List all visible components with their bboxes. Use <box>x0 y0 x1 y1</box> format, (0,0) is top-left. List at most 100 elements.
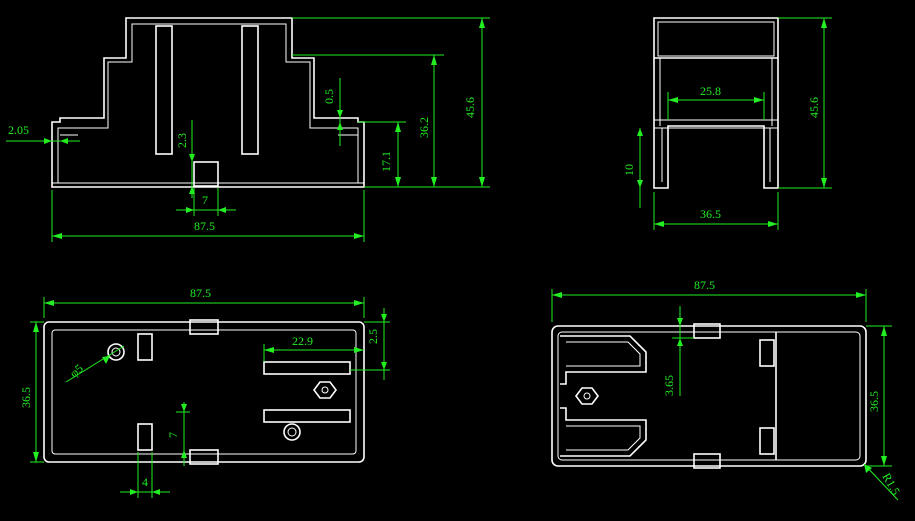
front-dim-wall-text: 2.05 <box>8 123 29 137</box>
side-dim-depth-text: 36.5 <box>700 207 721 221</box>
top-view-notch-top <box>189 319 219 335</box>
bottom-dim-width-arrow-top <box>881 326 887 336</box>
top-view-hole-upper <box>107 343 125 361</box>
top-view-pin-lower <box>137 423 153 451</box>
top-dim-hole-arrow <box>102 356 110 364</box>
front-dim-wall-arrow-right <box>60 138 68 144</box>
front-dim-tabh-text: 2.3 <box>175 133 189 148</box>
top-view: 87.5 36.5 φ5 22.9 2.5 7 <box>19 286 390 498</box>
front-dim-tab-arrow-left <box>186 207 194 213</box>
bottom-dim-offset-text: 3.65 <box>662 375 676 396</box>
front-dim-step-text: 0.5 <box>322 89 336 104</box>
bottom-view-pin-upper <box>759 339 775 367</box>
side-dim-base-arrow-top <box>637 128 643 136</box>
front-view-pin-left <box>155 25 173 155</box>
bottom-view-outline <box>551 325 867 467</box>
side-dim-inner-text: 25.8 <box>700 84 721 98</box>
front-dim-hlow-arrow-top <box>395 122 401 132</box>
front-view-center-tab <box>193 161 219 187</box>
front-dim-tab-arrow-right <box>218 207 226 213</box>
bottom-view-inner <box>557 331 861 461</box>
top-dim-tabw-arrow-right <box>152 489 160 495</box>
bottom-dim-width-arrow-bottom <box>881 456 887 466</box>
front-dim-hlow-arrow-bottom <box>395 177 401 187</box>
side-dim-base-text: 10 <box>622 164 636 176</box>
top-view-inner <box>51 329 357 455</box>
top-dim-width-arrow-top <box>33 322 39 332</box>
bottom-view-channel-upper <box>560 335 647 385</box>
top-dim-tabh-arrow-bottom <box>181 450 187 458</box>
side-view-mid-band <box>653 119 779 129</box>
top-view-hole-upper-inner <box>111 347 121 357</box>
side-dim-htot-arrow-top <box>821 18 827 28</box>
front-dim-tabh-arrow-top <box>189 154 195 162</box>
front-dim-tabh-arrow-bottom <box>189 186 195 194</box>
front-dim-hlow-text: 17.1 <box>379 151 393 172</box>
top-dim-length-arrow-right <box>354 300 364 306</box>
front-dim-htot-text: 45.6 <box>463 97 477 118</box>
top-dim-tabh-text: 7 <box>166 432 180 438</box>
top-dim-slot-arrow-left <box>264 347 274 353</box>
top-dim-tabh-arrow-top <box>181 404 187 412</box>
bottom-view-notch-bottom <box>693 453 721 469</box>
top-dim-edge-arrow-top <box>381 314 387 322</box>
front-dim-width-text: 87.5 <box>194 219 215 233</box>
bottom-dim-length-arrow-right <box>856 292 866 298</box>
top-dim-tabw-text: 4 <box>142 475 148 489</box>
top-dim-length-arrow-left <box>44 300 54 306</box>
front-dim-wall-arrow-left <box>44 138 52 144</box>
side-dim-htot-arrow-bottom <box>821 178 827 188</box>
top-view-slot-upper <box>263 361 351 375</box>
bottom-dim-length-text: 87.5 <box>694 278 715 292</box>
top-dim-tabw-arrow-left <box>130 489 138 495</box>
side-dim-depth-arrow-right <box>768 221 778 227</box>
front-dim-hmid-text: 36.2 <box>417 117 431 138</box>
bottom-dim-radius-arrow <box>864 464 872 473</box>
front-view-inner-outline <box>57 23 359 183</box>
bottom-view-hex-hole <box>583 392 591 400</box>
top-dim-width-text: 36.5 <box>19 387 33 408</box>
top-view-hole-lower <box>283 423 301 441</box>
top-view-pin-upper <box>137 333 153 361</box>
front-dim-htot-arrow-top <box>479 18 485 28</box>
top-dim-edge-arrow-bottom <box>381 362 387 370</box>
top-view-slot-lower <box>263 409 351 423</box>
top-view-hole-lower-inner <box>287 427 297 437</box>
front-dim-tab-text: 7 <box>202 193 208 207</box>
bottom-view-hex-boss <box>575 387 599 405</box>
front-dim-htot-arrow-bottom <box>479 177 485 187</box>
front-dim-step-arrow-bottom <box>337 122 343 130</box>
bottom-dim-offset-arrow-top <box>677 318 683 326</box>
top-dim-length-text: 87.5 <box>190 286 211 300</box>
bottom-view-pin-lower <box>759 427 775 455</box>
front-dim-step-arrow-top <box>337 110 343 118</box>
front-dim-width-arrow-right <box>354 233 364 239</box>
bottom-dim-radius-leader <box>863 463 899 501</box>
front-view: 87.5 7 2.05 2.3 0.5 17.1 36.2 <box>6 17 490 242</box>
side-dim-inner-arrow-left <box>668 97 678 103</box>
bottom-view-channel-lower <box>560 407 647 457</box>
bottom-view-channel-upper-inner <box>566 341 641 367</box>
bottom-dim-offset-arrow-bottom <box>677 338 683 346</box>
bottom-view: 87.5 36.5 3.65 R1.5 <box>551 278 903 501</box>
top-dim-hole-leader <box>65 345 125 383</box>
bottom-view-channel-lower-inner <box>566 425 641 451</box>
front-dim-width-arrow-left <box>52 233 62 239</box>
side-view: 25.8 36.5 10 45.6 <box>622 17 832 230</box>
side-dim-base-arrow-bottom <box>637 180 643 188</box>
top-dim-width-arrow-bottom <box>33 452 39 462</box>
side-dim-htot-text: 45.6 <box>807 97 821 118</box>
side-view-top-box <box>657 21 775 57</box>
side-dim-depth-arrow-left <box>654 221 664 227</box>
top-view-hex-boss <box>313 381 337 399</box>
bottom-view-notch-top <box>693 323 721 339</box>
top-dim-slot-arrow-right <box>354 347 364 353</box>
side-dim-inner-arrow-right <box>754 97 764 103</box>
top-view-hex-hole <box>321 386 329 394</box>
top-dim-edge-text: 2.5 <box>366 329 380 344</box>
top-view-outline <box>43 321 365 463</box>
top-view-notch-bottom <box>189 449 219 465</box>
front-view-pin-right <box>241 25 259 155</box>
bottom-dim-width-text: 36.5 <box>867 391 881 412</box>
